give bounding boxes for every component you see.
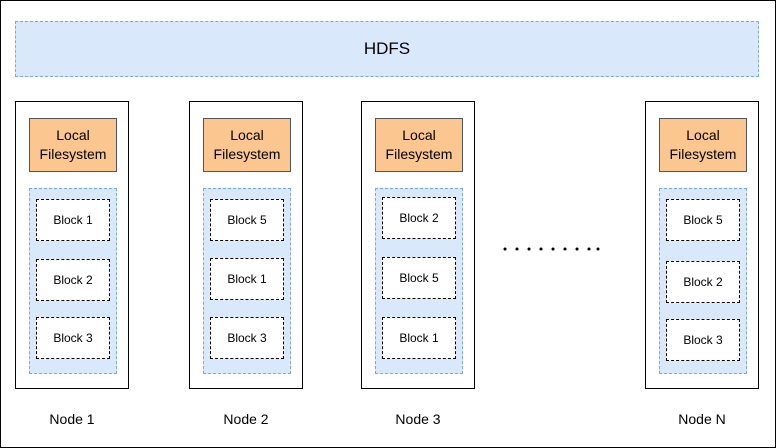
node-1: Local Filesystem Block 1 Block 2 Block 3 <box>15 101 129 389</box>
local-filesystem: Local Filesystem <box>375 118 463 172</box>
block: Block 2 <box>382 197 456 239</box>
block: Block 5 <box>666 199 740 241</box>
node-label: Node 3 <box>395 411 441 427</box>
hdfs-layer: HDFS <box>15 21 759 77</box>
block: Block 3 <box>36 317 110 359</box>
block: Block 3 <box>210 317 284 359</box>
local-filesystem: Local Filesystem <box>659 118 747 172</box>
block-group: Block 5 Block 1 Block 3 <box>203 188 291 374</box>
block: Block 2 <box>666 261 740 303</box>
node-label: Node N <box>678 411 726 427</box>
node-label: Node 1 <box>49 411 95 427</box>
ellipsis-dots <box>503 247 600 251</box>
node-2: Local Filesystem Block 5 Block 1 Block 3 <box>189 101 303 389</box>
block: Block 1 <box>382 317 456 359</box>
block: Block 1 <box>210 258 284 300</box>
block: Block 1 <box>36 199 110 241</box>
block-group: Block 5 Block 2 Block 3 <box>659 188 747 374</box>
node-3: Local Filesystem Block 2 Block 5 Block 1 <box>361 101 475 389</box>
node-n: Local Filesystem Block 5 Block 2 Block 3 <box>645 101 759 389</box>
local-filesystem: Local Filesystem <box>203 118 291 172</box>
block: Block 3 <box>666 319 740 361</box>
block-group: Block 2 Block 5 Block 1 <box>375 188 463 374</box>
block: Block 5 <box>210 199 284 241</box>
local-filesystem: Local Filesystem <box>29 118 117 172</box>
block: Block 5 <box>382 257 456 299</box>
node-label: Node 2 <box>223 411 269 427</box>
block-group: Block 1 Block 2 Block 3 <box>29 188 117 374</box>
hdfs-label: HDFS <box>363 39 411 58</box>
block: Block 2 <box>36 259 110 301</box>
